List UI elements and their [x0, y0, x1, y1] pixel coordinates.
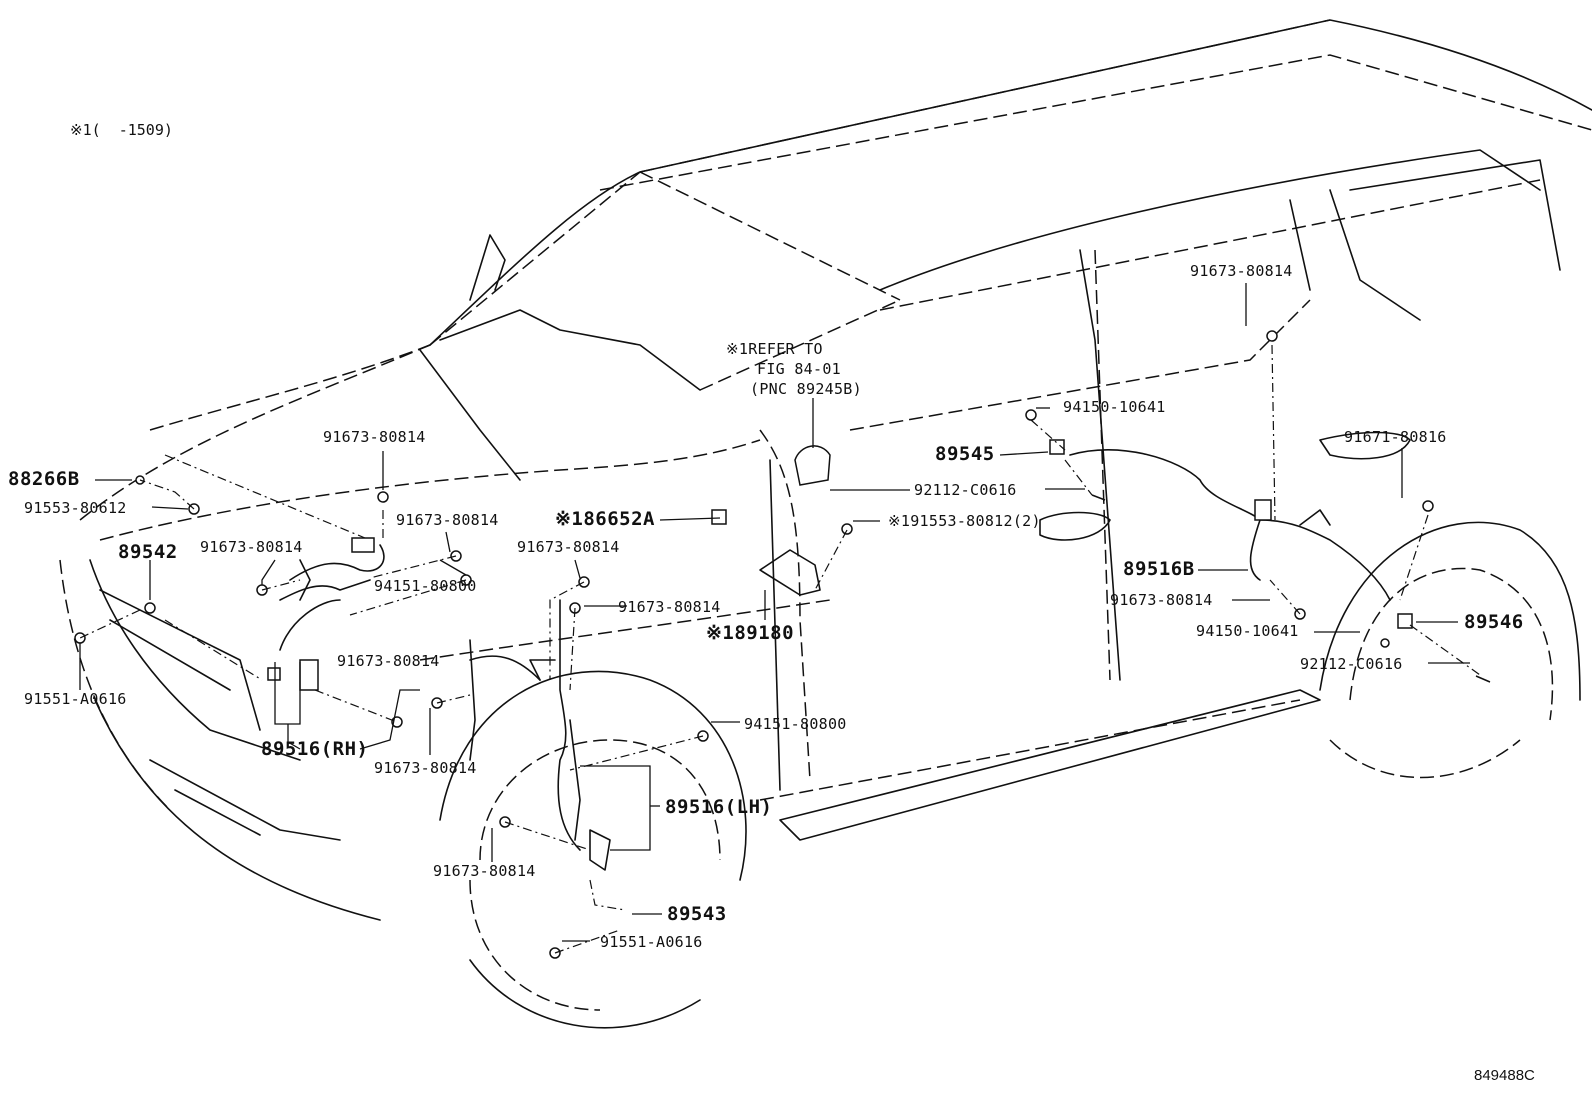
callout-89545[interactable]: 89545 — [935, 443, 995, 465]
callout-89516-LH[interactable]: 89516(LH) — [665, 796, 773, 818]
callout-89516B[interactable]: 89516B — [1123, 558, 1195, 580]
callout-89542[interactable]: 89542 — [118, 541, 178, 563]
callout-91673-80814-i[interactable]: 91673-80814 — [1190, 262, 1293, 280]
refer-note-line1: ※1REFER TO — [726, 340, 823, 358]
callout-86652A[interactable]: ※186652A — [555, 508, 655, 530]
callout-91551-A0616-b[interactable]: 91551-A0616 — [600, 933, 703, 951]
callout-91673-80814-b[interactable]: 91673-80814 — [200, 538, 303, 556]
callout-91673-80814-j[interactable]: 91673-80814 — [1110, 591, 1213, 609]
callout-88266B[interactable]: 88266B — [8, 468, 80, 490]
callout-91673-80814-f[interactable]: 91673-80814 — [517, 538, 620, 556]
callout-89546[interactable]: 89546 — [1464, 611, 1524, 633]
callout-91673-80814-d[interactable]: 91673-80814 — [337, 652, 440, 670]
callout-91553-80612[interactable]: 91553-80612 — [24, 499, 127, 517]
callout-91553-80812[interactable]: ※191553-80812(2) — [888, 512, 1041, 530]
callout-91551-A0616-a[interactable]: 91551-A0616 — [24, 690, 127, 708]
refer-note-line3: (PNC 89245B) — [750, 380, 862, 398]
applicability-note: ※1( -1509) — [70, 121, 173, 139]
callout-91673-80814-e[interactable]: 91673-80814 — [374, 759, 477, 777]
callout-94151-80800-b[interactable]: 94151-80800 — [744, 715, 847, 733]
callout-91673-80814-c[interactable]: 91673-80814 — [396, 511, 499, 529]
callout-92112-C0616-b[interactable]: 92112-C0616 — [1300, 655, 1403, 673]
callout-94151-80800-a[interactable]: 94151-80800 — [374, 577, 477, 595]
callout-89543[interactable]: 89543 — [667, 903, 727, 925]
refer-note-line2: FIG 84-01 — [757, 360, 841, 378]
callout-91671-80816[interactable]: 91671-80816 — [1344, 428, 1447, 446]
callout-94150-10641-b[interactable]: 94150-10641 — [1196, 622, 1299, 640]
callout-91673-80814-h[interactable]: 91673-80814 — [433, 862, 536, 880]
callout-91673-80814-a[interactable]: 91673-80814 — [323, 428, 426, 446]
callout-92112-C0616-a[interactable]: 92112-C0616 — [914, 481, 1017, 499]
callout-94150-10641-a[interactable]: 94150-10641 — [1063, 398, 1166, 416]
callout-89516-RH[interactable]: 89516(RH) — [261, 738, 369, 760]
callout-89180[interactable]: ※189180 — [706, 622, 795, 644]
figure-code: 849488C — [1474, 1067, 1535, 1084]
callout-91673-80814-g[interactable]: 91673-80814 — [618, 598, 721, 616]
